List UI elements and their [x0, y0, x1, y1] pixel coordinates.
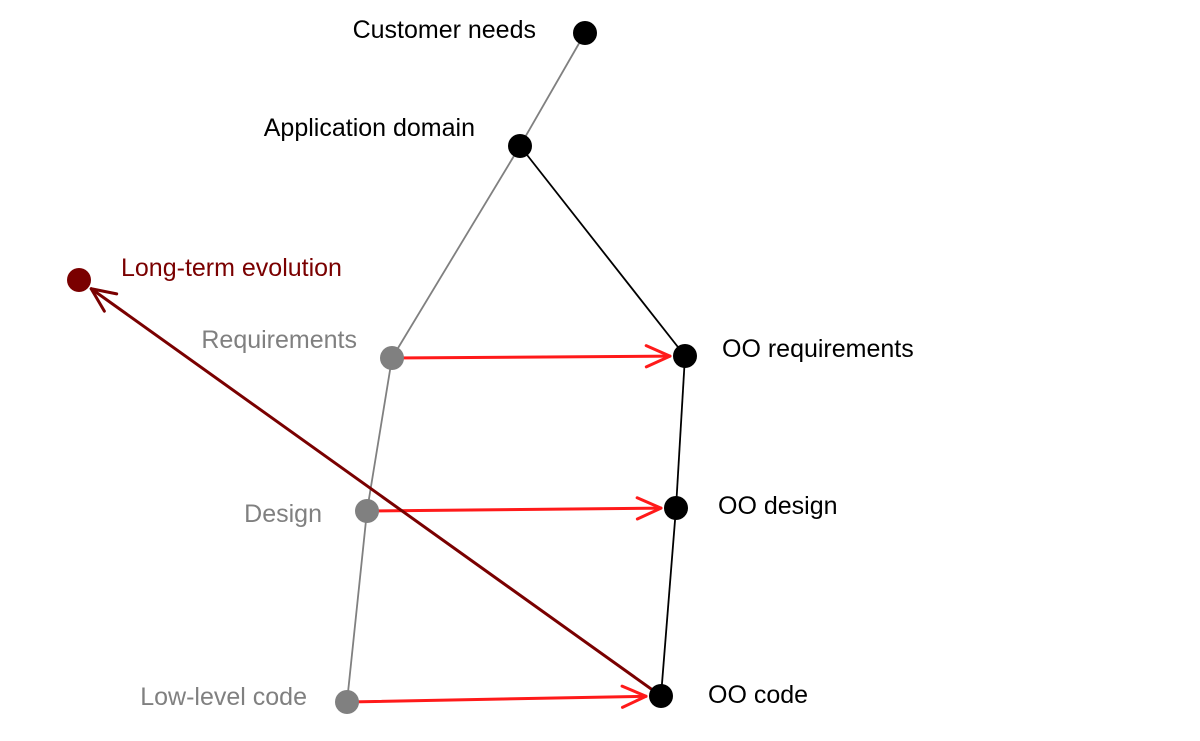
- arrowhead-icon: [89, 287, 119, 313]
- edge-line: [390, 354, 672, 360]
- node-oo-code: [649, 684, 673, 708]
- edge-line: [89, 287, 663, 698]
- edge-oo-code-to-long-term-evolution: [89, 287, 663, 698]
- edge-application-domain-to-requirements: [391, 145, 521, 359]
- label-oo-requirements: OO requirements: [722, 335, 914, 363]
- label-low-level-code: Low-level code: [140, 683, 307, 711]
- edge-line: [391, 145, 521, 359]
- node-oo-design: [664, 496, 688, 520]
- label-customer-needs: Customer needs: [353, 16, 536, 44]
- node-customer-needs: [573, 21, 597, 45]
- edge-line: [345, 694, 648, 704]
- nodes-layer: [67, 21, 697, 714]
- edge-line: [519, 145, 686, 357]
- edge-line: [675, 355, 686, 509]
- edge-line: [366, 357, 393, 512]
- edge-line: [346, 510, 368, 703]
- edge-requirements-to-oo-requirements: [390, 344, 672, 369]
- edge-application-domain-to-oo-requirements: [519, 145, 686, 357]
- node-long-term-evolution: [67, 268, 91, 292]
- label-long-term-evolution: Long-term evolution: [121, 254, 342, 282]
- label-oo-design: OO design: [718, 492, 838, 520]
- label-design: Design: [244, 500, 322, 528]
- edge-oo-design-to-oo-code: [660, 507, 677, 697]
- arrowhead-icon: [635, 496, 663, 521]
- edge-design-to-oo-design: [365, 496, 663, 521]
- label-requirements: Requirements: [201, 326, 357, 354]
- node-low-level-code: [335, 690, 359, 714]
- edge-low-level-code-to-oo-code: [345, 684, 648, 709]
- edge-design-to-low-level-code: [346, 510, 368, 703]
- edge-line: [365, 506, 663, 513]
- arrowhead-icon: [620, 684, 648, 709]
- arrowhead-icon: [644, 344, 672, 369]
- node-oo-requirements: [673, 344, 697, 368]
- edges-layer: [89, 32, 686, 709]
- edge-line: [660, 507, 677, 697]
- node-design: [355, 499, 379, 523]
- node-requirements: [380, 346, 404, 370]
- edge-customer-needs-to-application-domain: [519, 32, 586, 147]
- label-application-domain: Application domain: [264, 114, 475, 142]
- edge-oo-requirements-to-oo-design: [675, 355, 686, 509]
- edge-line: [519, 32, 586, 147]
- node-application-domain: [508, 134, 532, 158]
- label-oo-code: OO code: [708, 681, 808, 709]
- edge-requirements-to-design: [366, 357, 393, 512]
